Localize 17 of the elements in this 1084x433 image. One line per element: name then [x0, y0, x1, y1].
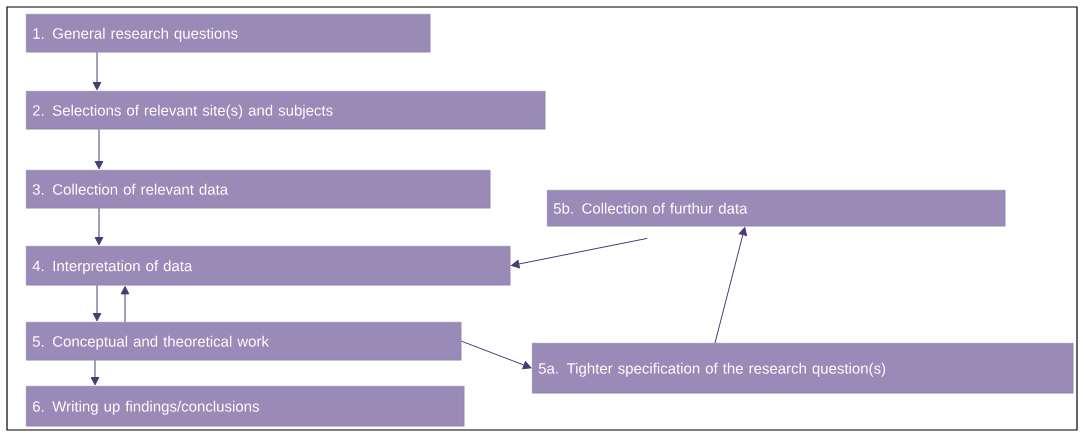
arrow [120, 286, 130, 323]
arrow [92, 51, 102, 91]
arrow [94, 128, 104, 170]
arrow [92, 284, 102, 322]
process-box: 1. General research questions [26, 14, 431, 53]
arrow [511, 237, 648, 269]
arrow [714, 226, 748, 344]
process-box: 2. Selections of relevant site(s) and subjects [26, 91, 546, 130]
process-box: 3. Collection of relevant data [26, 170, 491, 209]
arrow [90, 359, 100, 386]
process-box: 5. Conceptual and theoretical work [26, 322, 462, 361]
process-box: 5a. Tighter specification of the research question(s) [532, 343, 1074, 394]
arrow [94, 207, 104, 246]
process-box: 6. Writing up findings/conclusions [26, 386, 465, 427]
process-box: 4. Interpretation of data [26, 246, 511, 286]
process-box: 5b. Collection of furthur data [547, 190, 1006, 227]
arrow [460, 340, 532, 370]
